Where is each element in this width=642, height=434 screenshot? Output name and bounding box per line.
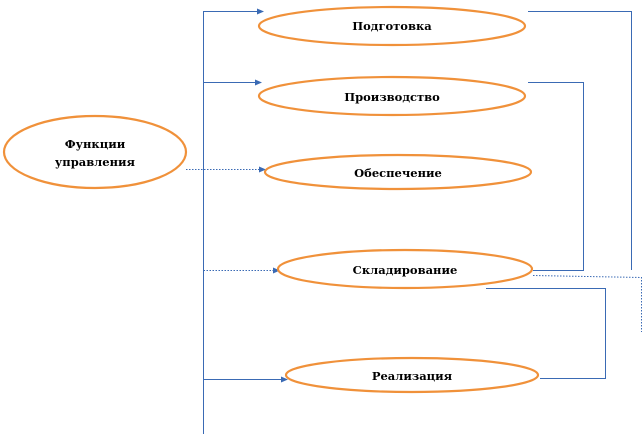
arrowhead-proizvodstvo [255,79,262,86]
root-label-line1: Функции [65,137,126,151]
root-node [2,114,188,190]
proizvodstvo-right-connector [528,82,584,271]
node-proizvodstvo-label: Производство [344,90,440,104]
skladirovanie-right-connector [532,275,642,332]
skladirovanie-to-realizaciya-connector [486,288,606,379]
node-podgotovka [257,5,527,47]
node-podgotovka-label: Подготовка [352,19,432,33]
arrowhead-realizaciya [281,376,288,383]
node-skladirovanie [276,248,534,290]
node-realizaciya [284,356,540,394]
arrowhead-podgotovka [257,8,264,15]
node-obespechenie [263,153,533,191]
root-label-line2: управления [55,155,136,169]
node-realizaciya-label: Реализация [372,369,453,383]
arrowhead-obespechenie [259,166,266,173]
podgotovka-right-connector [528,11,632,270]
arrowhead-skladirovanie [273,267,280,274]
node-skladirovanie-label: Складирование [353,263,458,277]
node-proizvodstvo [257,75,527,117]
node-obespechenie-label: Обеспечение [354,166,442,180]
